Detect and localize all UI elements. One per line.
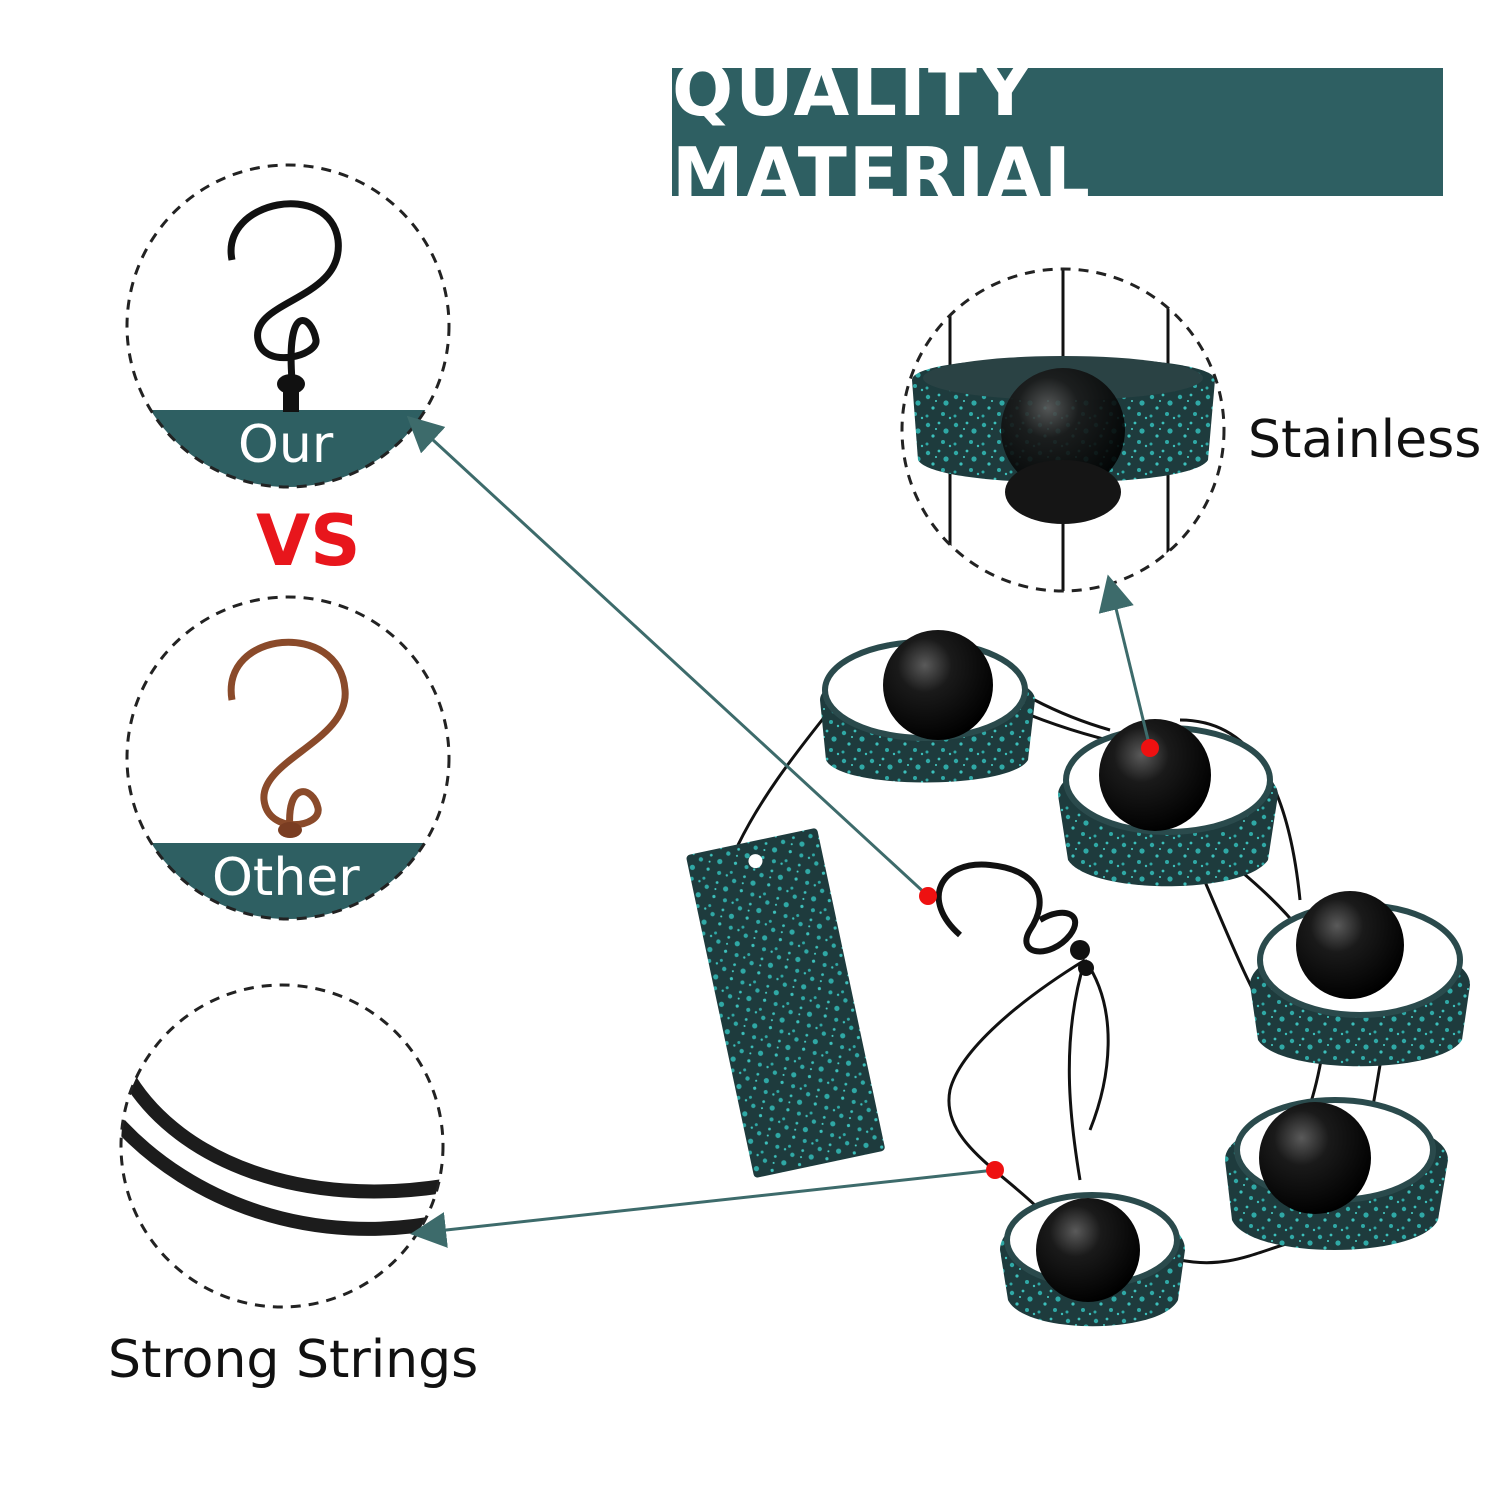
- strings-detail: [119, 983, 445, 1309]
- chime-bell: [1225, 1097, 1448, 1250]
- chime-bell: [1250, 891, 1470, 1067]
- stainless-label: Stainless: [1248, 410, 1482, 470]
- strong-strings-label: Strong Strings: [108, 1330, 479, 1390]
- banner-title: QUALITY MATERIAL: [672, 48, 1092, 216]
- arrow-to-our: [406, 415, 930, 898]
- chime-bell: [1058, 719, 1278, 887]
- marker-dot-string: [986, 1161, 1004, 1179]
- our-label: Our: [238, 415, 334, 475]
- arrow-to-stainless: [1098, 574, 1152, 749]
- vs-label: VS: [256, 500, 361, 582]
- marker-dot-bell: [1141, 739, 1159, 757]
- chime-bell: [1000, 1192, 1185, 1327]
- wind-chime-product: [686, 630, 1470, 1327]
- chime-sail: [686, 828, 885, 1178]
- chime-bell: [820, 630, 1035, 783]
- arrow-to-strings: [410, 1168, 996, 1248]
- stainless-bell-detail: [900, 267, 1226, 593]
- marker-dot-hook: [919, 887, 937, 905]
- quality-material-banner: QUALITY MATERIAL: [672, 48, 1443, 216]
- chime-hook: [935, 861, 1094, 976]
- callout-arrows: [406, 415, 1152, 1248]
- other-label: Other: [212, 848, 360, 908]
